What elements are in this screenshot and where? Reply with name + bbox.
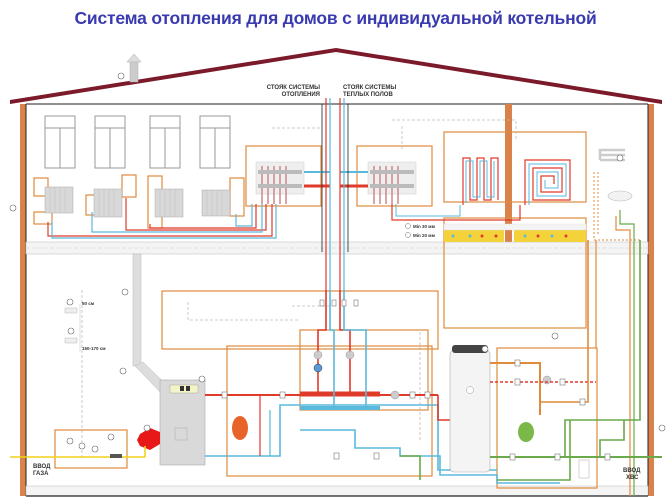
thermostat-icon [64, 337, 78, 344]
callout-marker [616, 154, 624, 162]
radiator-valve-box [229, 177, 245, 217]
water-inlet-label-2: ХВС [626, 475, 639, 481]
callout-marker [658, 424, 666, 432]
pump-group-frame [226, 345, 433, 477]
callout-marker [121, 288, 129, 296]
callout-marker [67, 327, 75, 335]
collector-frame-floor [356, 145, 433, 207]
dim-150-label: 150-170 см [82, 346, 106, 351]
chimney-column [505, 104, 512, 244]
gas-burner [137, 428, 160, 450]
riser-floor-label-1: СТОЯК СИСТЕМЫ [343, 85, 396, 91]
radiator [44, 186, 74, 214]
radiator [154, 188, 184, 218]
water-filter [578, 459, 590, 479]
callout-marker [119, 367, 127, 375]
collector-frame-heating [245, 145, 322, 207]
callout-marker [107, 433, 115, 441]
sink-icon [607, 190, 633, 202]
callout-marker [551, 332, 559, 340]
pump-icon [345, 350, 355, 360]
dhw-pipes [490, 240, 662, 481]
callout-marker [66, 298, 74, 306]
floor-screed-2 [514, 230, 586, 242]
dhw-frame [496, 347, 598, 489]
roof [10, 48, 662, 104]
callout-marker [143, 424, 151, 432]
callout-marker [198, 375, 206, 383]
flue-pipe [132, 253, 142, 367]
riser-heating-label-2: ОТОПЛЕНИЯ [282, 92, 320, 98]
radiators [44, 186, 231, 218]
radiator [201, 189, 231, 217]
boiler [159, 379, 206, 466]
callout-marker [117, 72, 125, 80]
chimney-cap-icon [126, 53, 142, 63]
hot-water-cylinder [449, 349, 491, 473]
floor-section-frame [443, 217, 587, 329]
thermometer-icon [466, 386, 474, 394]
pump-icon [313, 363, 323, 373]
callout-marker [405, 223, 411, 229]
gas-valve-frame [54, 429, 128, 469]
dim-50-label: 50 см [82, 301, 95, 306]
windows [44, 115, 231, 169]
callout-marker [91, 445, 99, 453]
floor-heating-loop-spiral [524, 159, 571, 205]
callout-marker [405, 232, 411, 238]
boiler-pipes [205, 290, 560, 484]
right-wall [648, 104, 654, 496]
riser-floor-label-2: ТЕПЛЫХ ПОЛОВ [343, 92, 393, 98]
callout-marker [481, 345, 489, 353]
water-inlet-label-1: ВВОД [623, 468, 641, 474]
pump-icon [390, 390, 400, 400]
radiator-valve-box [33, 211, 53, 225]
chimney-top [129, 59, 139, 83]
floor-screed-1 [444, 230, 504, 242]
min30-label: Min 30 мм [413, 224, 436, 229]
floor-heating-zone [443, 131, 587, 203]
floor-heating-loop-serpentine [462, 157, 499, 205]
expansion-tank-water [518, 422, 534, 442]
callout-marker [9, 204, 17, 212]
thermostat-icon [64, 307, 78, 314]
riser-heating-label-1: СТОЯК СИСТЕМЫ [267, 85, 320, 91]
valves [221, 299, 611, 461]
diagram-title: Система отопления для домов с индивидуал… [74, 8, 597, 28]
callout-marker [78, 442, 86, 450]
min20-label: Min 20 мм [413, 233, 436, 238]
upper-pipes [47, 198, 277, 239]
pump-icon [313, 350, 323, 360]
callout-marker [66, 437, 74, 445]
left-wall [20, 104, 26, 496]
risers [321, 98, 349, 290]
expansion-tank-heating [232, 416, 248, 440]
gas-inlet-label-2: ГАЗА [33, 471, 49, 477]
radiator [93, 188, 123, 218]
gas-inlet-label-1: ВВОД [33, 464, 51, 470]
radiator-valve-box [121, 174, 137, 198]
